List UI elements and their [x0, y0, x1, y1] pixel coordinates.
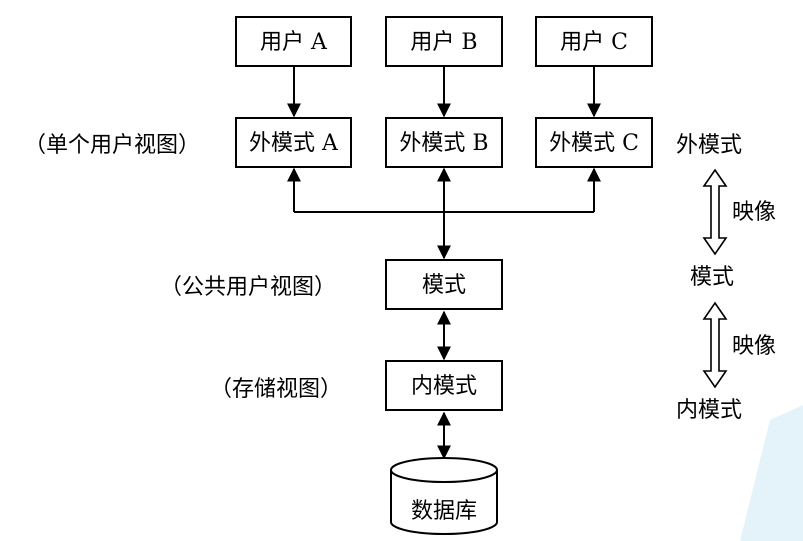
right-conceptual-label: 模式	[690, 265, 734, 290]
external-schema-c-label: 外模式 C	[549, 131, 639, 156]
watermark-decoration	[740, 405, 803, 541]
external-schema-a-label: 外模式 A	[249, 131, 339, 156]
database-label: 数据库	[411, 499, 477, 524]
right-internal-label: 内模式	[676, 398, 742, 423]
external-schema-box-b: 外模式 B	[385, 117, 503, 168]
common-user-view-label: （公共用户视图）	[160, 275, 336, 300]
user-box-a: 用户 A	[235, 16, 352, 67]
conceptual-schema-box: 模式	[385, 259, 503, 310]
user-box-c: 用户 C	[535, 16, 653, 67]
internal-schema-label: 内模式	[411, 374, 477, 399]
mapping-arrow-1	[702, 168, 728, 256]
storage-view-label: （存储视图）	[210, 377, 342, 402]
conceptual-schema-label: 模式	[422, 273, 466, 298]
mapping-label-2: 映像	[732, 334, 776, 359]
external-schema-box-c: 外模式 C	[535, 117, 653, 168]
user-box-b: 用户 B	[385, 16, 503, 67]
internal-schema-box: 内模式	[385, 360, 503, 411]
right-external-label: 外模式	[676, 133, 742, 158]
user-c-label: 用户 C	[560, 30, 628, 55]
mapping-label-1: 映像	[732, 200, 776, 225]
external-schema-box-a: 外模式 A	[235, 117, 352, 168]
user-b-label: 用户 B	[410, 30, 477, 55]
user-a-label: 用户 A	[260, 30, 328, 55]
database-cylinder: 数据库	[390, 457, 498, 535]
external-schema-b-label: 外模式 B	[399, 131, 488, 156]
single-user-view-label: （单个用户视图）	[24, 133, 200, 158]
mapping-arrow-2	[702, 301, 728, 389]
